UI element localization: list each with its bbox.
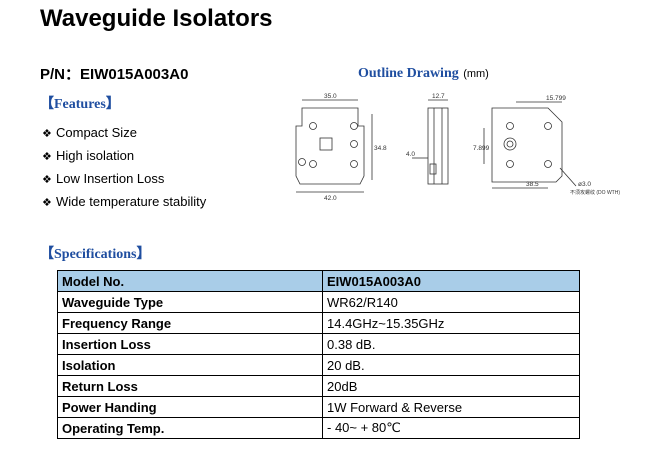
spec-value: 0.38 dB.: [322, 333, 580, 355]
features-list: ❖Compact Size ❖High isolation ❖Low Inser…: [42, 125, 206, 217]
dim-height: 34.8: [374, 145, 387, 152]
table-row: Frequency Range 14.4GHz~15.35GHz: [57, 312, 580, 334]
dim-right-top: 15.799: [546, 95, 566, 102]
diamond-bullet-icon: ❖: [42, 197, 52, 209]
spec-key: Return Loss: [57, 375, 323, 397]
spec-key: Frequency Range: [57, 312, 323, 334]
table-row: Insertion Loss 0.38 dB.: [57, 333, 580, 355]
part-number: P/N：EIW015A003A0: [40, 63, 188, 84]
table-row: Operating Temp. - 40~ + 80℃: [57, 417, 580, 439]
spec-value: 20dB: [322, 375, 580, 397]
diamond-bullet-icon: ❖: [42, 151, 52, 163]
list-item: ❖High isolation: [42, 148, 135, 163]
list-item: ❖Compact Size: [42, 125, 137, 140]
outline-drawing: 35.0 42.0 34.8 12.7 4.0 7.899 15.799 38.…: [295, 93, 620, 202]
table-row: Power Handing 1W Forward & Reverse: [57, 396, 580, 418]
table-row: Return Loss 20dB: [57, 375, 580, 397]
list-item: ❖Wide temperature stability: [42, 194, 207, 209]
dim-width-bottom: 42.0: [324, 195, 337, 202]
dim-right-bottom: 38.5: [526, 181, 539, 188]
page-title: Waveguide Isolators: [40, 5, 273, 32]
table-row: Waveguide Type WR62/R140: [57, 291, 580, 313]
spec-value: 1W Forward & Reverse: [322, 396, 580, 418]
list-item: ❖Low Insertion Loss: [42, 171, 165, 186]
dim-depth: 12.7: [432, 93, 445, 100]
outline-heading-title: Outline Drawing: [358, 66, 459, 81]
spec-key: Power Handing: [57, 396, 323, 418]
dim-flange: 4.0: [406, 151, 415, 158]
table-header-value: EIW015A003A0: [322, 270, 580, 292]
outline-heading-unit: (mm): [463, 68, 489, 80]
table-row: Isolation 20 dB.: [57, 354, 580, 376]
diamond-bullet-icon: ❖: [42, 128, 52, 140]
spec-key: Operating Temp.: [57, 417, 323, 439]
spec-key: Isolation: [57, 354, 323, 376]
dim-offset: 7.899: [473, 145, 490, 152]
part-number-label: P/N：: [40, 66, 81, 83]
table-header-row: Model No. EIW015A003A0: [57, 270, 580, 292]
diamond-bullet-icon: ❖: [42, 174, 52, 186]
spec-value: 14.4GHz~15.35GHz: [322, 312, 580, 334]
spec-value: WR62/R140: [322, 291, 580, 313]
dim-hole: ø3.0: [578, 181, 591, 188]
specifications-heading: 【Specifications】: [40, 247, 151, 262]
table-header-key: Model No.: [57, 270, 323, 292]
part-number-value: EIW015A003A0: [80, 66, 189, 83]
spec-key: Waveguide Type: [57, 291, 323, 313]
dim-width-top: 35.0: [324, 93, 337, 100]
outline-heading: Outline Drawing (mm): [358, 64, 489, 82]
specifications-table: Model No. EIW015A003A0 Waveguide Type WR…: [57, 270, 580, 439]
spec-value: 20 dB.: [322, 354, 580, 376]
spec-key: Insertion Loss: [57, 333, 323, 355]
features-heading: 【Features】: [40, 97, 120, 112]
dim-note: 不须攻螺纹 (DO WTH): [570, 189, 620, 196]
spec-value: - 40~ + 80℃: [322, 417, 580, 439]
